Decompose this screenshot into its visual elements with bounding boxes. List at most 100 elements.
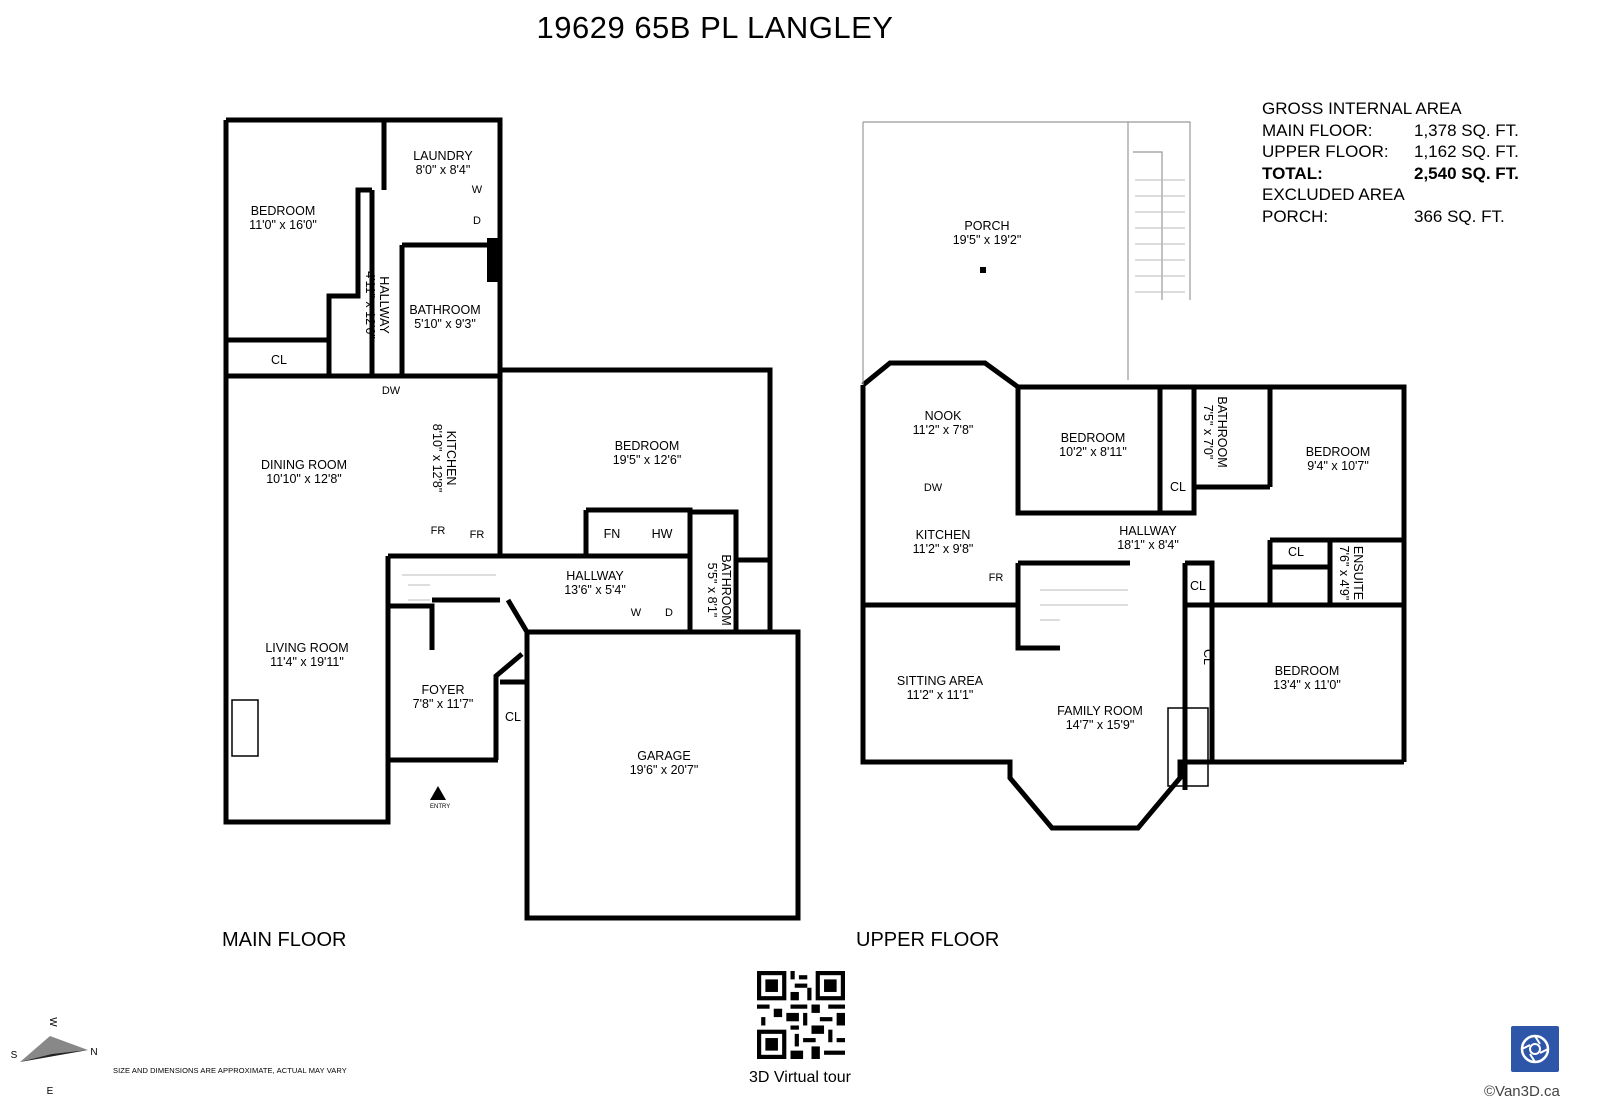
room-dims: 4'11" x 12'6" [363, 271, 377, 339]
qr-code-icon[interactable] [757, 971, 845, 1059]
excluded-area-heading: EXCLUDED AREA [1262, 185, 1405, 204]
area-value: 1,162 SQ. FT. [1414, 142, 1519, 161]
room-dims: 11'2" x 7'8" [913, 423, 974, 437]
fridge-label: FR [431, 525, 446, 537]
room-name: LAUNDRY [413, 149, 473, 163]
room-dims: 13'6" x 5'4" [564, 583, 626, 597]
area-value: 366 SQ. FT. [1414, 206, 1505, 226]
furnace-label: FN [604, 527, 621, 541]
disclaimer-text: SIZE AND DIMENSIONS ARE APPROXIMATE, ACT… [113, 1066, 347, 1075]
entry-label: ENTRY [430, 804, 450, 810]
room-name: DINING ROOM [261, 458, 347, 472]
dishwasher-label: DW [382, 385, 401, 397]
area-label: MAIN FLOOR: [1262, 120, 1373, 140]
room-name: BEDROOM [1061, 431, 1126, 445]
fridge-label: FR [989, 572, 1004, 584]
area-summary: GROSS INTERNAL AREA MAIN FLOOR: 1,378 SQ… [1262, 98, 1519, 227]
gross-area-heading: GROSS INTERNAL AREA [1262, 99, 1462, 118]
dryer-label: D [473, 215, 481, 227]
room-name: BEDROOM [615, 439, 680, 453]
room-name: NOOK [925, 409, 962, 423]
room-dims: 9'4" x 10'7" [1307, 459, 1369, 473]
room-name: LIVING ROOM [265, 641, 348, 655]
room-dims: 14'7" x 15'9" [1066, 718, 1135, 732]
room-dims: 7'8" x 11'7" [413, 697, 474, 711]
room-name: HALLWAY [1119, 524, 1177, 538]
room-name: KITCHEN [916, 528, 971, 542]
room-name: GARAGE [637, 749, 691, 763]
room-name: SITTING AREA [897, 674, 984, 688]
room-dims: 11'2" x 9'8" [913, 542, 974, 556]
room-dims: 5'5" x 8'1" [705, 563, 719, 618]
upper-floor-walls [860, 360, 1407, 831]
room-name: BEDROOM [251, 204, 316, 218]
room-dims: 11'0" x 16'0" [249, 218, 317, 232]
room-name: FAMILY ROOM [1057, 704, 1143, 718]
room-dims: 18'1" x 8'4" [1117, 538, 1179, 552]
upper-floor-label: UPPER FLOOR [856, 929, 999, 951]
fridge-label: FR [470, 529, 485, 541]
upper-floor-labels: PORCH 19'5" x 19'2" NOOK 11'2" x 7'8" BE… [897, 219, 1370, 732]
main-floor-walls [223, 117, 801, 921]
compass-e: E [47, 1086, 54, 1097]
room-dims: 11'2" x 11'1" [907, 688, 974, 702]
area-row-upper: UPPER FLOOR: 1,162 SQ. FT. [1262, 141, 1519, 163]
closet-label: CL [505, 710, 521, 724]
room-dims: 5'10" x 9'3" [414, 317, 476, 331]
room-name: BATHROOM [1215, 396, 1229, 467]
area-row-total: TOTAL: 2,540 SQ. FT. [1262, 163, 1519, 185]
room-dims: 7'6" x 4'9" [1337, 546, 1351, 601]
copyright-text: ©Van3D.ca [1484, 1083, 1560, 1100]
area-value: 2,540 SQ. FT. [1414, 163, 1519, 183]
room-dims: 11'4" x 19'11" [270, 655, 344, 669]
area-row-porch: PORCH: 366 SQ. FT. [1262, 206, 1519, 228]
closet-label: CL [1288, 545, 1304, 559]
room-dims: 13'4" x 11'0" [1273, 678, 1341, 692]
room-name: HALLWAY [377, 276, 391, 334]
dishwasher-label: DW [924, 482, 943, 494]
room-name: BEDROOM [1306, 445, 1371, 459]
porch-outline [862, 121, 1191, 385]
hot-water-label: HW [652, 527, 673, 541]
room-name: PORCH [964, 219, 1009, 233]
room-name: BATHROOM [409, 303, 480, 317]
room-dims: 19'5" x 19'2" [953, 233, 1022, 247]
room-name: BATHROOM [719, 554, 733, 625]
room-name: KITCHEN [444, 431, 458, 486]
fixed-elements [430, 238, 986, 800]
room-name: ENSUITE [1351, 546, 1365, 600]
room-name: BEDROOM [1275, 664, 1340, 678]
stairs [402, 179, 1185, 621]
fireplaces [231, 699, 1209, 787]
room-dims: 19'6" x 20'7" [630, 763, 699, 777]
area-row-main: MAIN FLOOR: 1,378 SQ. FT. [1262, 120, 1519, 142]
room-dims: 8'0" x 8'4" [416, 163, 471, 177]
room-name: HALLWAY [566, 569, 624, 583]
room-dims: 7'5" x 7'0" [1201, 405, 1215, 460]
closet-label: CL [271, 353, 287, 367]
washer-label: W [472, 184, 483, 196]
area-label: TOTAL: [1262, 163, 1323, 183]
entry-arrow-icon [430, 786, 446, 800]
room-dims: 19'5" x 12'6" [613, 453, 682, 467]
room-dims: 10'2" x 8'11" [1059, 445, 1127, 459]
room-dims: 10'10" x 12'8" [266, 472, 342, 486]
closet-label: CL [1190, 579, 1206, 593]
closet-label: CL [1201, 649, 1215, 665]
compass-n: N [90, 1047, 97, 1058]
washer-label: W [631, 607, 642, 619]
page-title: 19629 65B PL LANGLEY [536, 10, 894, 45]
compass-w: W [47, 1017, 58, 1027]
main-floor-label: MAIN FLOOR [222, 929, 346, 951]
area-value: 1,378 SQ. FT. [1414, 120, 1519, 140]
room-dims: 8'10" x 12'8" [430, 424, 444, 493]
compass-icon: W S N E [11, 1017, 98, 1097]
room-name: FOYER [421, 683, 464, 697]
area-label: UPPER FLOOR: [1262, 142, 1389, 161]
closet-label: CL [1170, 480, 1186, 494]
camera-shutter-logo-icon [1511, 1026, 1559, 1072]
dryer-label: D [665, 607, 673, 619]
main-floor-labels: BEDROOM 11'0" x 16'0" LAUNDRY 8'0" x 8'4… [249, 149, 733, 810]
virtual-tour-label[interactable]: 3D Virtual tour [749, 1069, 851, 1086]
